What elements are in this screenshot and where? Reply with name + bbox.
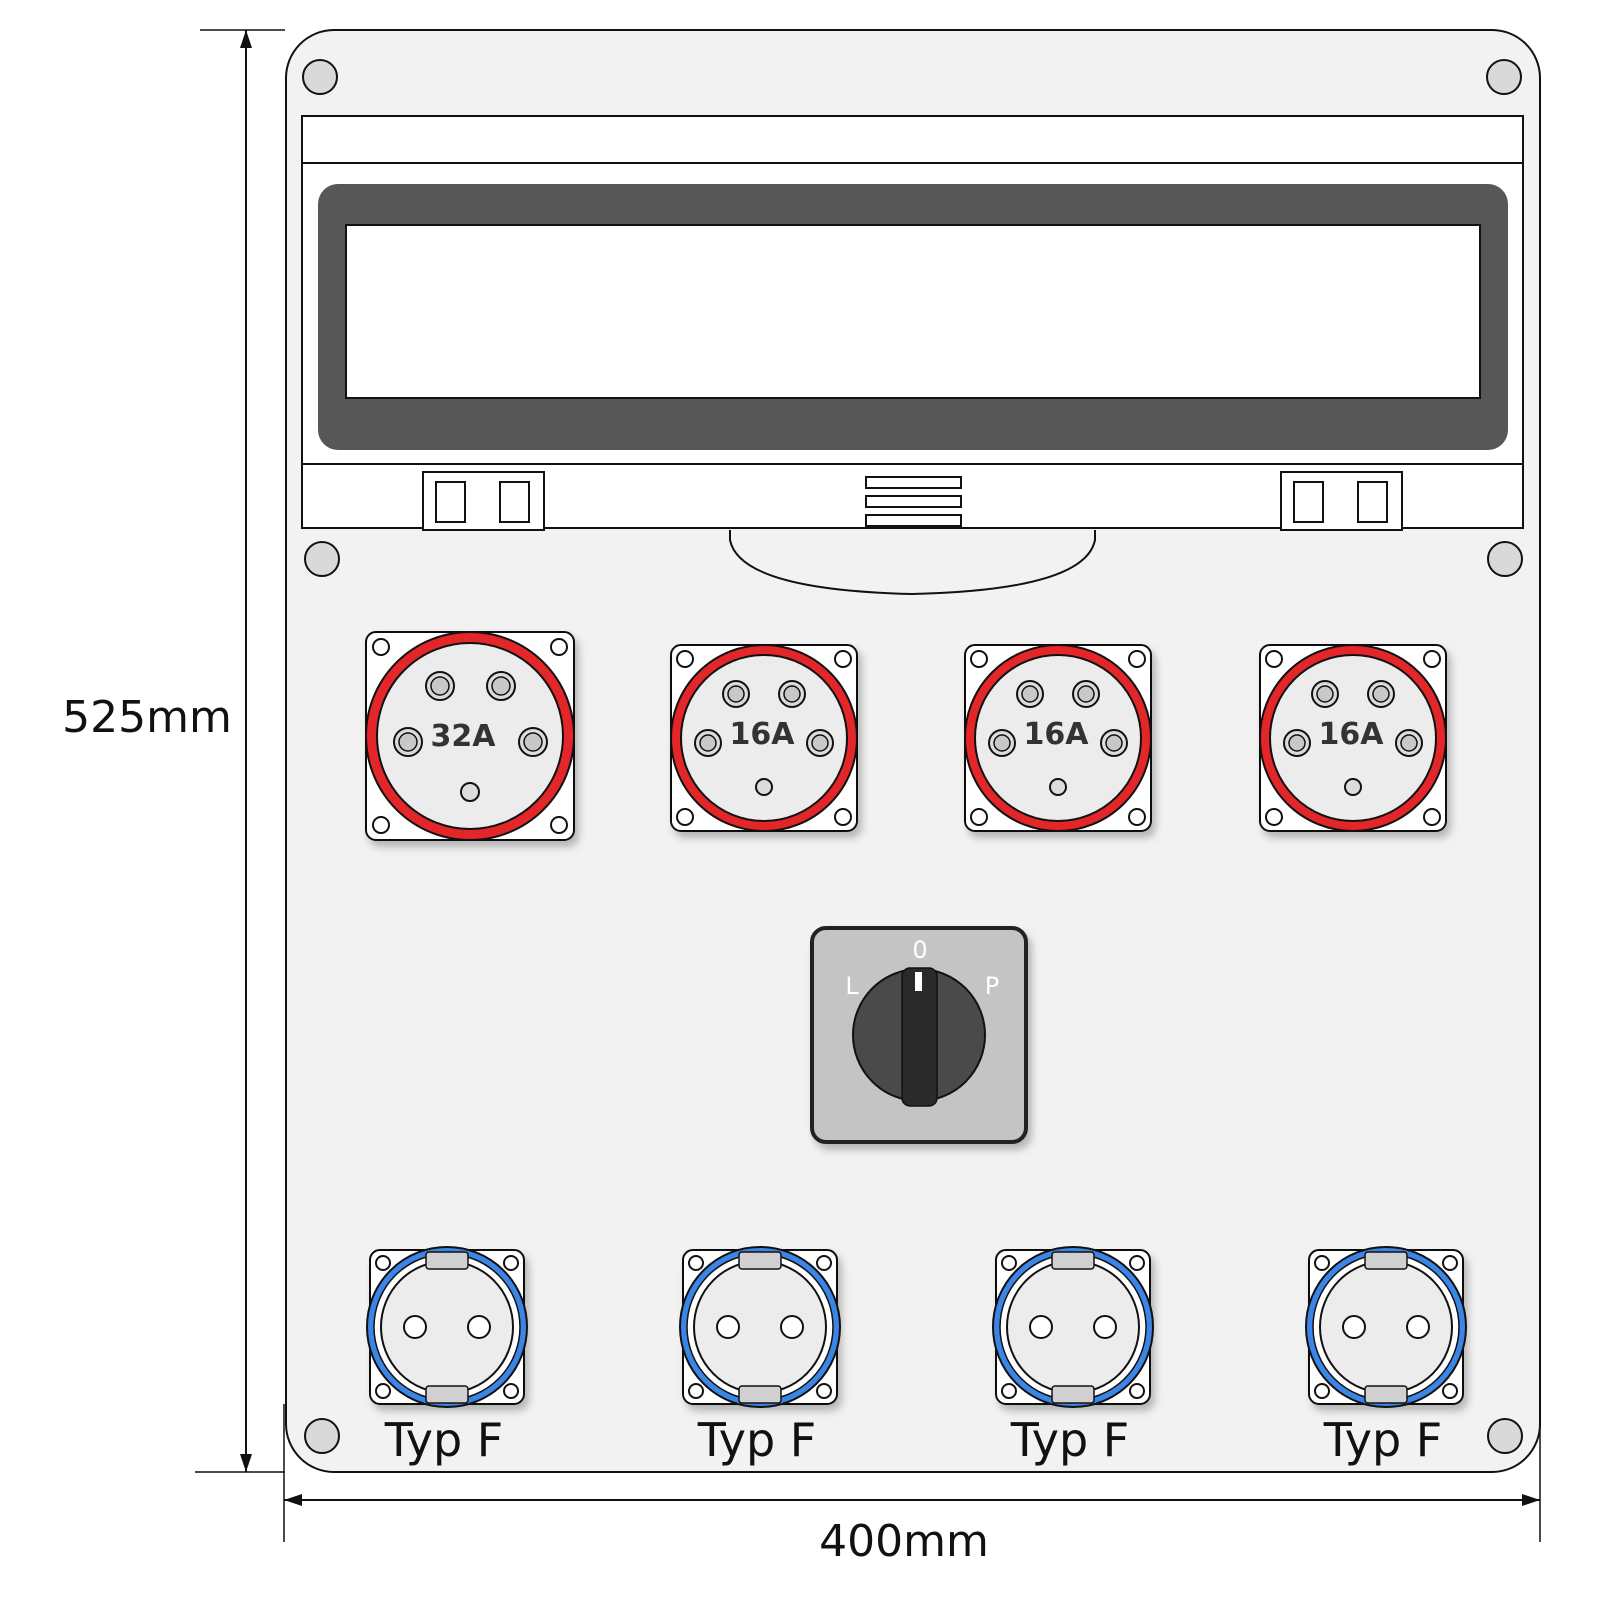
schuko-labels: Typ F Typ F Typ F Typ F <box>384 1413 1442 1467</box>
inspection-window <box>345 224 1481 399</box>
vent-slots <box>865 476 962 527</box>
switch-label-right: P <box>985 972 999 1000</box>
cee-socket-16a-3[interactable]: 16A <box>1259 644 1447 832</box>
width-label: 400mm <box>819 1516 989 1567</box>
breaker-window-module <box>301 115 1524 596</box>
width-dimension: 400mm <box>283 1404 1541 1567</box>
mounting-screws <box>302 59 1523 1454</box>
lid-handle[interactable] <box>729 530 1096 596</box>
switch-label-off: 0 <box>912 936 927 964</box>
screw-icon <box>1487 541 1523 577</box>
lock-latch-left[interactable] <box>422 471 545 531</box>
screw-icon <box>304 541 340 577</box>
switch-label-left: L <box>845 972 859 1000</box>
screw-icon <box>302 59 338 95</box>
socket-rating: 16A <box>1024 717 1090 752</box>
schuko-socket-4[interactable] <box>1305 1246 1467 1408</box>
schuko-socket-2[interactable] <box>679 1246 841 1408</box>
socket-type-label: Typ F <box>1010 1413 1129 1467</box>
cee-socket-16a-1[interactable]: 16A <box>670 644 858 832</box>
socket-type-label: Typ F <box>384 1413 503 1467</box>
socket-type-label: Typ F <box>1323 1413 1442 1467</box>
cee-sockets-row: 32A 16A <box>365 631 1447 841</box>
switch-pointer-icon <box>915 972 922 991</box>
switch-handle[interactable] <box>901 967 938 1107</box>
schuko-socket-1[interactable] <box>366 1246 528 1408</box>
socket-rating: 16A <box>730 717 796 752</box>
lock-latch-right[interactable] <box>1280 471 1403 531</box>
cee-socket-32a[interactable]: 32A <box>365 631 575 841</box>
schuko-socket-3[interactable] <box>992 1246 1154 1408</box>
screw-icon <box>1486 59 1522 95</box>
socket-rating: 16A <box>1319 717 1385 752</box>
screw-icon <box>1487 1418 1523 1454</box>
socket-type-label: Typ F <box>697 1413 816 1467</box>
schuko-sockets-row <box>366 1246 1467 1408</box>
cee-socket-16a-2[interactable]: 16A <box>964 644 1152 832</box>
socket-rating: 32A <box>431 719 497 754</box>
height-dimension: 525mm <box>62 29 285 1473</box>
screw-icon <box>304 1418 340 1454</box>
rotary-selector-switch[interactable]: L 0 P <box>810 926 1028 1144</box>
height-label: 525mm <box>62 692 232 743</box>
